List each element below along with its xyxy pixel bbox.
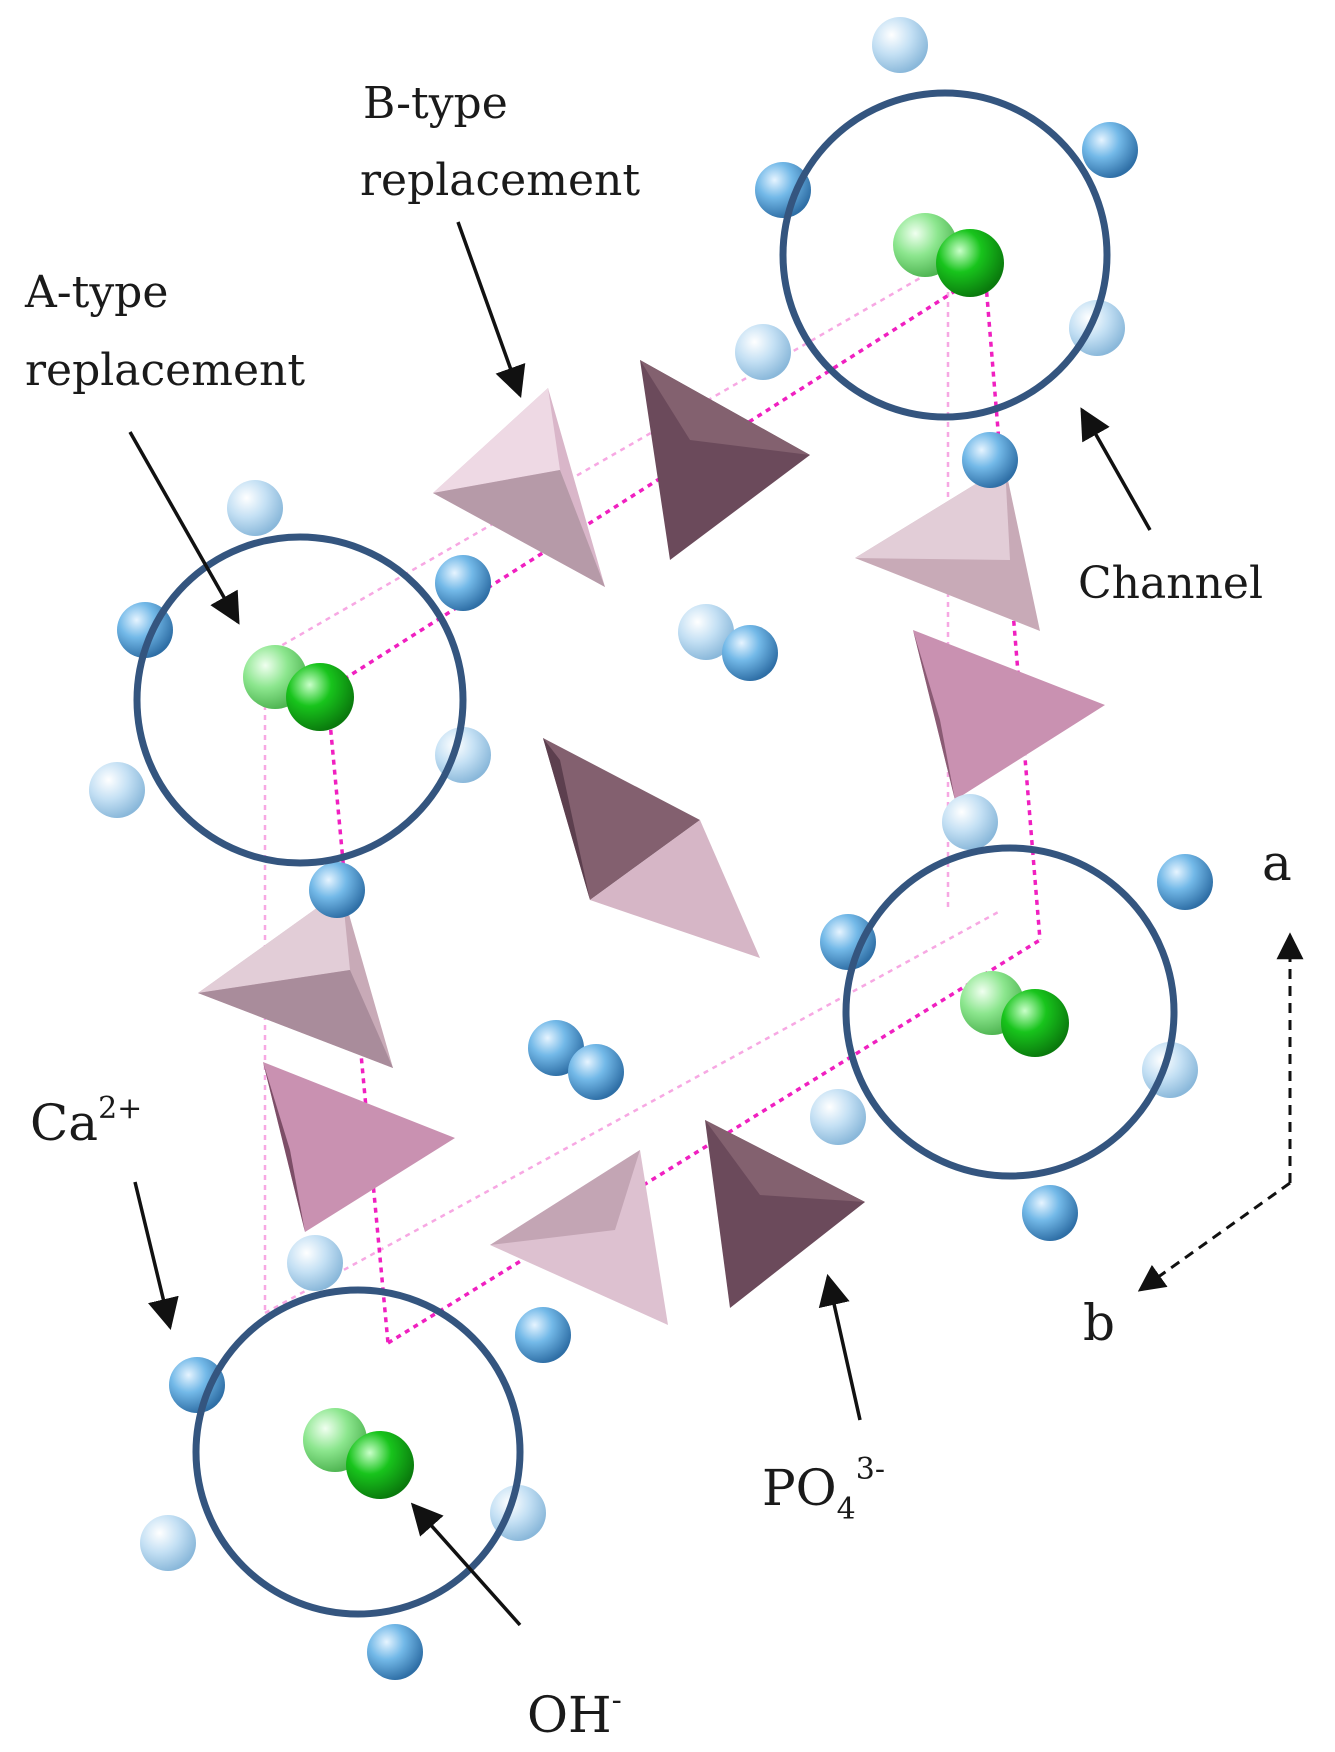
calcium-ion xyxy=(568,1044,624,1100)
hydroxide-ion xyxy=(1001,989,1069,1057)
hydroxide-ion xyxy=(936,229,1004,297)
calcium-ion xyxy=(169,1357,225,1413)
axis-indicator xyxy=(1137,932,1304,1292)
calcium-ion xyxy=(1082,122,1138,178)
hydroxide-ion xyxy=(346,1431,414,1499)
calcium-ion xyxy=(515,1307,571,1363)
phosphate-tetrahedron xyxy=(705,1120,865,1308)
calcium-ion xyxy=(942,794,998,850)
calcium-ion xyxy=(435,555,491,611)
phosphate-tetrahedron xyxy=(490,1150,668,1325)
calcium-ion xyxy=(755,162,811,218)
calcium-ion xyxy=(722,625,778,681)
calcium-ion xyxy=(1157,854,1213,910)
a-type-label-line1: A-type xyxy=(24,267,168,318)
phosphate-tetrahedron xyxy=(263,1062,455,1232)
hydroxide-ion xyxy=(286,663,354,731)
channel-ring xyxy=(133,533,467,867)
calcium-ion xyxy=(810,1089,866,1145)
calcium-ion xyxy=(678,604,734,660)
calcium-label: Ca2+ xyxy=(30,1091,142,1152)
channel-arrow xyxy=(1080,407,1152,531)
hydroxide-label: OH- xyxy=(527,1683,622,1744)
labels: B-type replacement A-type replacement Ch… xyxy=(24,78,1292,1744)
phosphate-tetrahedron xyxy=(913,630,1105,800)
calcium-ion xyxy=(89,762,145,818)
unit-cell-edge xyxy=(326,270,986,692)
channel-rings xyxy=(133,89,1178,1618)
phosphate-tetrahedra xyxy=(198,360,1105,1325)
calcium-ion xyxy=(227,480,283,536)
calcium-ion xyxy=(367,1624,423,1680)
channel-ring xyxy=(192,1286,524,1618)
calcium-ion xyxy=(287,1235,343,1291)
a-type-label-line2: replacement xyxy=(25,345,305,396)
calcium-ion xyxy=(735,324,791,380)
calcium-ion xyxy=(872,17,928,73)
calcium-ion xyxy=(1022,1185,1078,1241)
phosphate-tetrahedron xyxy=(198,890,393,1068)
hydroxide-ions xyxy=(243,213,1069,1499)
calcium-ion xyxy=(309,862,365,918)
hydroxide-arrow xyxy=(410,1502,522,1627)
calcium-ion xyxy=(962,432,1018,488)
channel-ring xyxy=(842,844,1178,1180)
unit-cell-edge xyxy=(983,271,1042,941)
channel-label: Channel xyxy=(1078,558,1263,609)
b-type-label-line2: replacement xyxy=(360,155,640,206)
phosphate-tetrahedron xyxy=(433,388,605,587)
phosphate-arrow xyxy=(818,1273,862,1421)
channel-ring xyxy=(779,89,1111,421)
phosphate-label: PO43- xyxy=(762,1452,885,1527)
b-type-label-line1: B-type xyxy=(363,78,508,129)
axis-b-arrow xyxy=(1137,1181,1291,1292)
phosphate-tetrahedron xyxy=(640,360,810,560)
calcium-ion xyxy=(820,914,876,970)
phosphate-tetrahedron xyxy=(855,466,1040,631)
calcium-arrow xyxy=(133,1181,179,1331)
a-type-arrow xyxy=(128,431,240,625)
b-type-arrow xyxy=(456,221,526,398)
label-arrows xyxy=(128,221,1152,1627)
phosphate-tetrahedron xyxy=(543,738,760,958)
axis-a-label: a xyxy=(1262,834,1292,892)
unit-cell-edge xyxy=(264,260,949,657)
axis-b-label: b xyxy=(1083,1294,1115,1352)
calcium-ion xyxy=(140,1515,196,1571)
